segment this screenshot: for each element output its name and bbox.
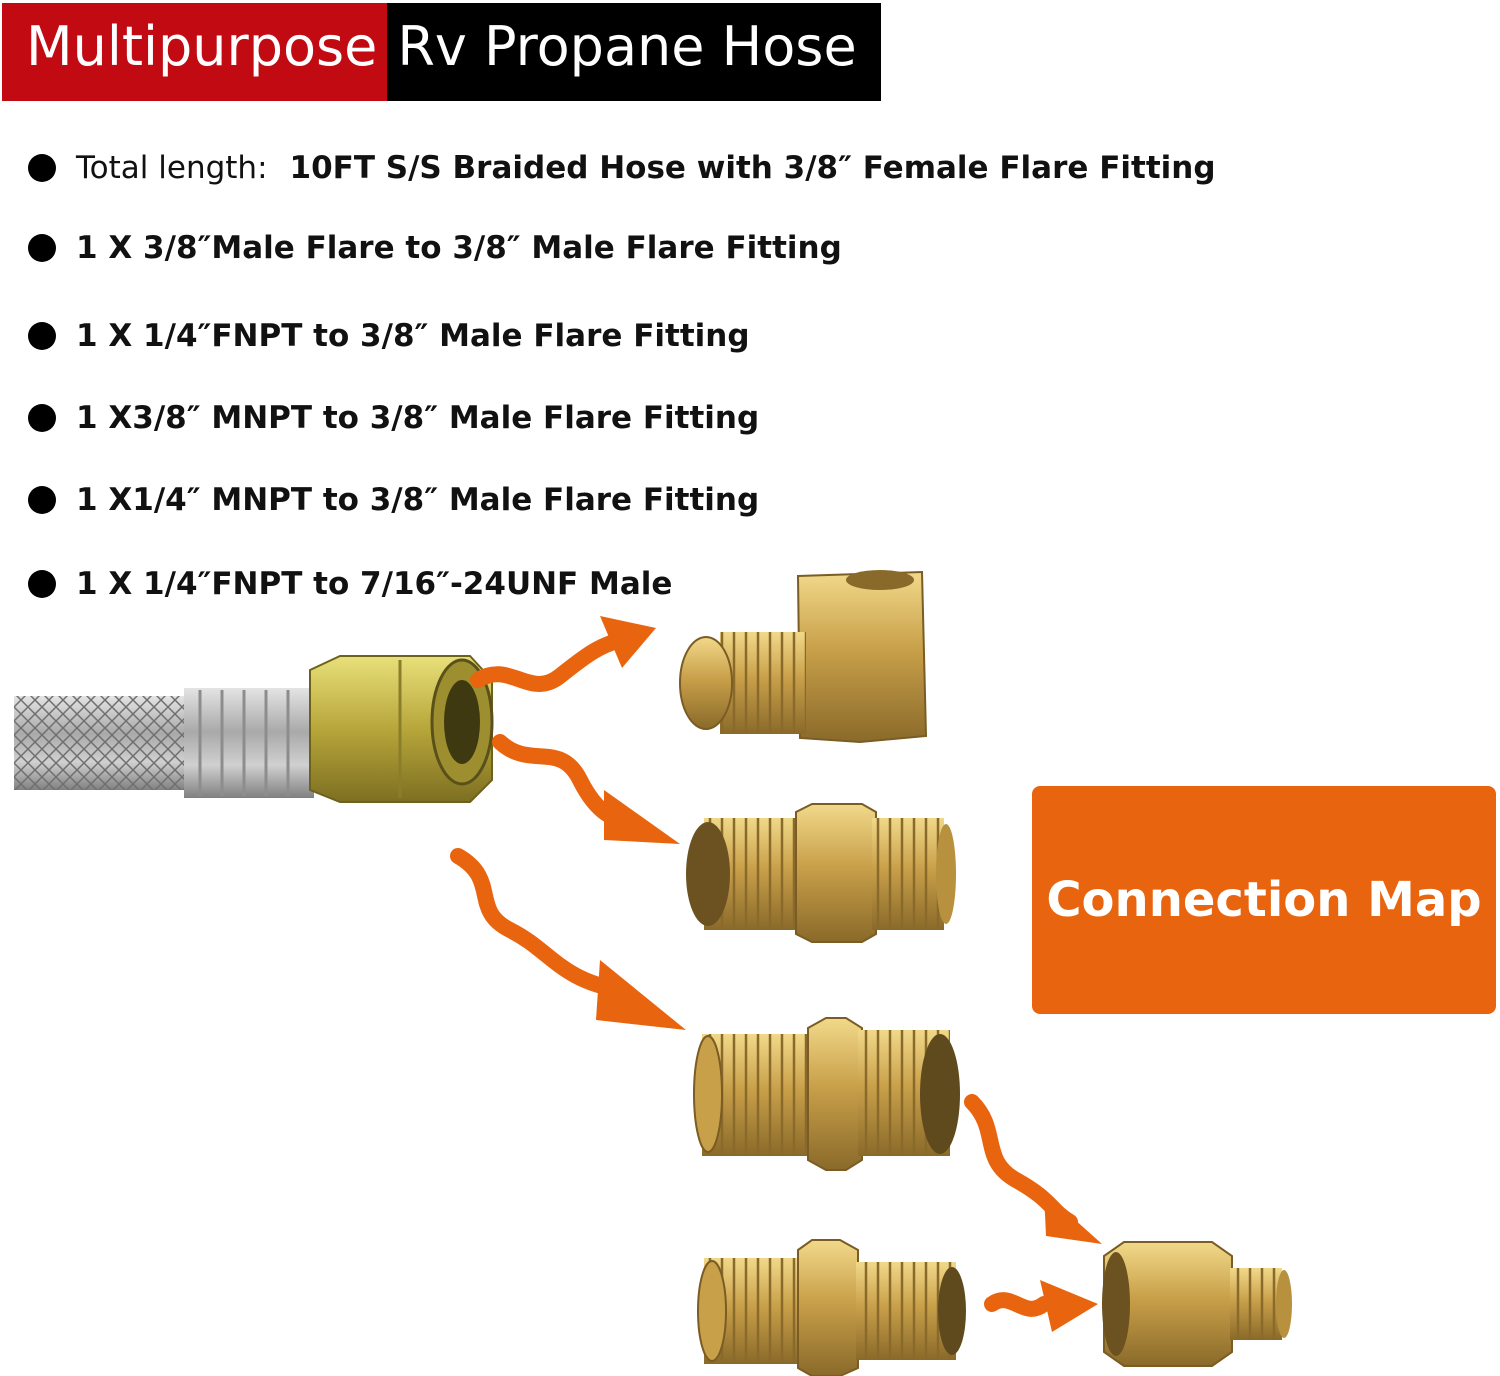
spec-item: 1 X3/8″ MNPT to 3/8″ Male Flare Fitting <box>28 400 759 436</box>
small-mnpt-fitting <box>697 1239 966 1376</box>
spec-item: 1 X1/4″ MNPT to 3/8″ Male Flare Fitting <box>28 482 759 518</box>
spec-text: 1 X1/4″ MNPT to 3/8″ Male Flare Fitting <box>76 482 760 518</box>
arrow-head-icon <box>1044 1192 1102 1244</box>
connection-map-badge: Connection Map <box>1032 786 1496 1014</box>
bullet-icon <box>28 404 56 432</box>
spec-text: 1 X3/8″ MNPT to 3/8″ Male Flare Fitting <box>76 400 760 436</box>
mnpt-fitting <box>693 1017 960 1171</box>
connection-map-label: Connection Map <box>1046 872 1482 928</box>
braided-hose <box>14 688 314 798</box>
spec-text: 10FT S/S Braided Hose with 3/8″ Female F… <box>289 150 1216 186</box>
spec-text: 1 X 3/8″Male Flare to 3/8″ Male Flare Fi… <box>76 230 842 266</box>
female-flare-nut <box>309 655 494 803</box>
arrow-head-icon <box>600 616 656 668</box>
spec-item: 1 X 3/8″Male Flare to 3/8″ Male Flare Fi… <box>28 230 842 266</box>
bullet-icon <box>28 570 56 598</box>
arrow-head-icon <box>604 790 680 844</box>
bullet-icon <box>28 234 56 262</box>
union-fitting <box>686 803 956 943</box>
spec-label: Total length: <box>76 150 268 186</box>
spec-text: 1 X 1/4″FNPT to 7/16″-24UNF Male <box>76 566 673 602</box>
bullet-icon <box>28 486 56 514</box>
bullet-icon <box>28 154 56 182</box>
spec-item: 1 X 1/4″FNPT to 3/8″ Male Flare Fitting <box>28 318 750 354</box>
arrow-icon <box>984 1292 1052 1317</box>
spec-item: 1 X 1/4″FNPT to 7/16″-24UNF Male <box>28 566 672 602</box>
title-part2: Rv Propane Hose <box>387 3 881 101</box>
arrow-icon <box>470 632 628 692</box>
spec-item: Total length: 10FT S/S Braided Hose with… <box>28 150 1216 186</box>
arrow-head-icon <box>596 960 686 1030</box>
unf-adapter-fitting <box>1102 1241 1292 1367</box>
title-banner: Multipurpose Rv Propane Hose <box>2 3 881 101</box>
bullet-icon <box>28 322 56 350</box>
arrow-icon <box>450 848 628 998</box>
title-part1: Multipurpose <box>2 3 388 101</box>
spec-text: 1 X 1/4″FNPT to 3/8″ Male Flare Fitting <box>76 318 750 354</box>
arrow-head-icon <box>1040 1280 1098 1332</box>
elbow-fitting <box>679 570 928 744</box>
